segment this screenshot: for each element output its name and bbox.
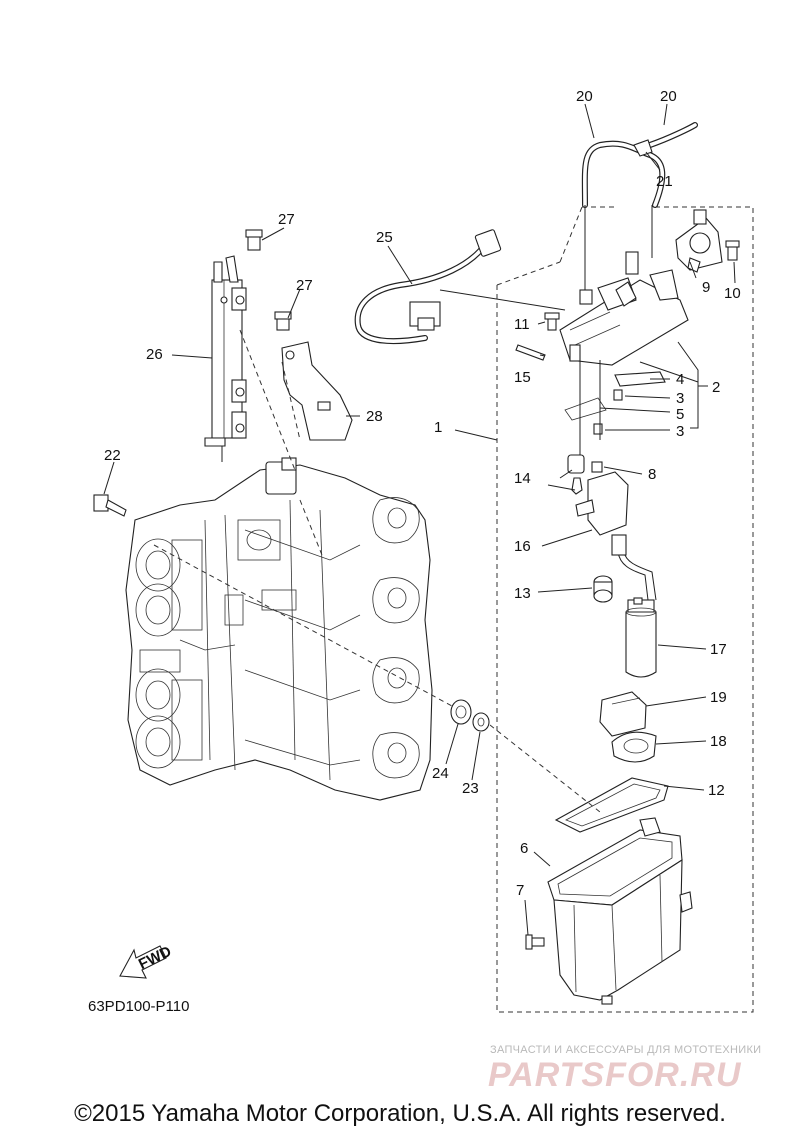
callout-22: 22 xyxy=(104,447,121,464)
grommet-24 xyxy=(450,699,472,725)
filter-19 xyxy=(599,691,647,737)
callout-17: 17 xyxy=(710,641,727,658)
callout-25: 25 xyxy=(376,229,393,246)
float-16 xyxy=(575,471,629,536)
callout-3-upper: 3 xyxy=(676,390,684,407)
bolt-27-lower xyxy=(274,311,292,331)
washer-23 xyxy=(472,712,490,732)
callout-28: 28 xyxy=(366,408,383,425)
callout-15: 15 xyxy=(514,369,531,386)
callout-24: 24 xyxy=(432,765,449,782)
pin-15 xyxy=(515,344,546,361)
callouts: 20 20 21 27 27 25 9 10 11 26 15 4 2 3 5 … xyxy=(104,88,741,899)
fuel-rail xyxy=(204,255,247,462)
vent-hoses xyxy=(581,122,698,290)
separator-cover xyxy=(559,251,689,366)
callout-23: 23 xyxy=(462,780,479,797)
callout-11: 11 xyxy=(514,316,530,333)
needle-valve xyxy=(567,454,603,495)
callout-3-lower: 3 xyxy=(676,423,684,440)
screw-10 xyxy=(725,240,740,261)
cylinder-head-block xyxy=(125,457,433,801)
callout-20-right: 20 xyxy=(660,88,677,105)
callout-1: 1 xyxy=(434,419,442,436)
fwd-label: FWD xyxy=(136,943,174,973)
callout-2: 2 xyxy=(712,379,720,396)
pressure-regulator xyxy=(675,209,723,273)
damper-13 xyxy=(593,575,613,603)
gasket-12 xyxy=(554,777,669,833)
callout-21: 21 xyxy=(656,173,673,190)
callout-13: 13 xyxy=(514,585,531,602)
callout-10: 10 xyxy=(724,285,741,302)
callout-4: 4 xyxy=(676,371,684,388)
assembly-frame xyxy=(496,206,754,1013)
leader-lines xyxy=(103,103,736,936)
fwd-arrow-icon: FWD xyxy=(119,943,174,979)
callout-5: 5 xyxy=(676,406,684,423)
screw-11 xyxy=(544,312,560,331)
callout-9: 9 xyxy=(702,279,710,296)
float-chamber xyxy=(547,817,693,1005)
holder-18 xyxy=(611,731,657,763)
callout-20-left: 20 xyxy=(576,88,593,105)
callout-27-lower: 27 xyxy=(296,277,313,294)
callout-26: 26 xyxy=(146,346,163,363)
callout-18: 18 xyxy=(710,733,727,750)
callout-6: 6 xyxy=(520,840,528,857)
watermark-subtitle: ЗАПЧАСТИ И АКСЕССУАРЫ ДЛЯ МОТОТЕХНИКИ xyxy=(490,1044,762,1056)
bolt-22 xyxy=(93,494,127,517)
screw-7 xyxy=(525,934,545,950)
float-parts xyxy=(564,360,666,455)
bolt-27-top xyxy=(245,229,263,251)
copyright-notice: ©2015 Yamaha Motor Corporation, U.S.A. A… xyxy=(74,1100,726,1127)
fuel-pump xyxy=(611,534,657,678)
callout-8: 8 xyxy=(648,466,656,483)
callout-12: 12 xyxy=(708,782,725,799)
diagram-code: 63PD100-P110 xyxy=(88,998,189,1015)
callout-19: 19 xyxy=(710,689,727,706)
guide-lines xyxy=(153,329,601,813)
callout-27-top: 27 xyxy=(278,211,295,228)
callout-7: 7 xyxy=(516,882,524,899)
callout-16: 16 xyxy=(514,538,531,555)
watermark-logo: PARTSFOR.RU xyxy=(488,1056,742,1094)
mounting-bracket xyxy=(281,341,353,441)
wiring-harness xyxy=(354,229,566,345)
callout-14: 14 xyxy=(514,470,531,487)
